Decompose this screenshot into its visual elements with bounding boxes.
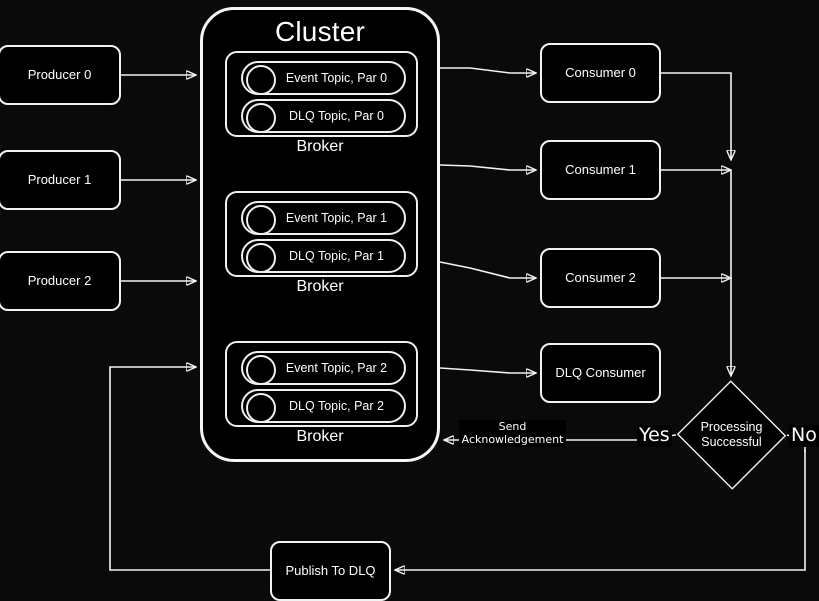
producer-2-node[interactable]: Producer 2 — [0, 251, 121, 311]
topic-event-par-1-label: Event Topic, Par 1 — [285, 211, 388, 225]
cluster-container: Cluster Event Topic, Par 0 DLQ Topic, Pa… — [200, 7, 440, 462]
consumer-1-node[interactable]: Consumer 1 — [540, 140, 661, 200]
cluster-to-consumer-edges — [439, 67, 536, 373]
producer-0-node[interactable]: Producer 0 — [0, 45, 121, 105]
yes-branch-label: Yes — [637, 424, 672, 447]
consumer-2-label: Consumer 2 — [565, 269, 636, 285]
no-branch-label: No — [789, 424, 819, 447]
send-acknowledgement-label: Send Acknowledgement — [459, 420, 566, 448]
no-to-publish-dlq-edge — [395, 450, 806, 570]
processing-successful-decision[interactable]: Processing Successful — [676, 380, 787, 490]
publish-to-dlq-label: Publish To DLQ — [285, 562, 376, 578]
broker-1: Event Topic, Par 1 DLQ Topic, Par 1 — [225, 191, 418, 277]
topic-event-par-1[interactable]: Event Topic, Par 1 — [241, 201, 406, 235]
cylinder-icon — [246, 355, 276, 385]
publish-to-dlq-node[interactable]: Publish To DLQ — [270, 541, 391, 601]
decision-label: Processing Successful — [676, 381, 787, 489]
consumer-to-decision-edges — [661, 72, 731, 376]
consumer-2-node[interactable]: Consumer 2 — [540, 248, 661, 308]
topic-dlq-par-2[interactable]: DLQ Topic, Par 2 — [241, 389, 406, 423]
topic-dlq-par-0-label: DLQ Topic, Par 0 — [289, 109, 384, 123]
producer-1-node[interactable]: Producer 1 — [0, 150, 121, 210]
cylinder-icon — [246, 65, 276, 95]
cluster-title: Cluster — [274, 16, 366, 47]
dlq-consumer-label: DLQ Consumer — [555, 364, 646, 380]
topic-dlq-par-1-label: DLQ Topic, Par 1 — [289, 249, 384, 263]
consumer-1-label: Consumer 1 — [565, 161, 636, 177]
dlq-consumer-node[interactable]: DLQ Consumer — [540, 343, 661, 403]
cylinder-icon — [246, 243, 276, 273]
producer-2-label: Producer 2 — [27, 272, 92, 288]
topic-event-par-0-label: Event Topic, Par 0 — [285, 71, 388, 85]
producer-0-label: Producer 0 — [27, 66, 92, 82]
topic-event-par-2[interactable]: Event Topic, Par 2 — [241, 351, 406, 385]
consumer-0-label: Consumer 0 — [565, 64, 636, 80]
topic-dlq-par-2-label: DLQ Topic, Par 2 — [289, 399, 384, 413]
topic-dlq-par-1[interactable]: DLQ Topic, Par 1 — [241, 239, 406, 273]
topic-event-par-0[interactable]: Event Topic, Par 0 — [241, 61, 406, 95]
broker-0-label: Broker — [296, 138, 344, 155]
publish-dlq-to-cluster-edge — [109, 367, 270, 571]
consumer-0-node[interactable]: Consumer 0 — [540, 43, 661, 103]
decision-label-line1: Processing — [700, 420, 763, 434]
cylinder-icon — [246, 103, 276, 133]
producer-to-cluster-edges — [121, 75, 196, 281]
broker-2: Event Topic, Par 2 DLQ Topic, Par 2 — [225, 341, 418, 427]
topic-event-par-2-label: Event Topic, Par 2 — [285, 361, 388, 375]
broker-1-label: Broker — [296, 278, 344, 295]
decision-label-line2: Successful — [701, 435, 762, 449]
broker-0: Event Topic, Par 0 DLQ Topic, Par 0 — [225, 51, 418, 137]
producer-1-label: Producer 1 — [27, 171, 92, 187]
cylinder-icon — [246, 205, 276, 235]
broker-2-label: Broker — [296, 428, 344, 445]
cylinder-icon — [246, 393, 276, 423]
topic-dlq-par-0[interactable]: DLQ Topic, Par 0 — [241, 99, 406, 133]
